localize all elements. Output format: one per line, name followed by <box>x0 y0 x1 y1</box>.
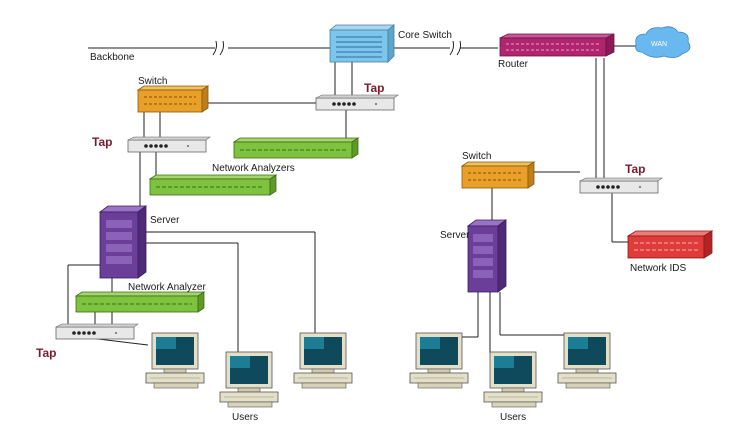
server-left-label: Server <box>150 215 180 226</box>
user-computer-6 <box>557 332 617 389</box>
user-computer-5 <box>483 351 543 408</box>
server-left <box>98 205 148 279</box>
user-computer-2 <box>219 351 279 408</box>
tap-bottom-label: Tap <box>36 346 56 360</box>
core-switch <box>328 24 396 63</box>
server-right-label: Server <box>440 230 470 241</box>
switch-right-label: Switch <box>462 151 491 162</box>
server-right <box>466 219 508 293</box>
switch-left <box>136 85 210 113</box>
tap-right-label: Tap <box>625 162 645 176</box>
switch-right <box>460 161 536 189</box>
network-analyzer-2 <box>148 174 278 196</box>
network-analyzers-label: Network Analyzers <box>212 163 295 174</box>
user-computer-4 <box>409 332 469 389</box>
network-analyzer-label: Network Analyzer <box>128 282 206 293</box>
user-computer-3 <box>293 332 353 389</box>
router-label: Router <box>498 59 529 70</box>
network-ids-label: Network IDS <box>630 263 686 274</box>
tap-device-top <box>315 94 399 111</box>
network-analyzer-3 <box>74 291 206 313</box>
network-ids <box>626 230 714 259</box>
core-switch-label: Core Switch <box>398 30 452 41</box>
tap-top-label: Tap <box>364 81 384 95</box>
tap-left-label: Tap <box>92 135 112 149</box>
network-analyzer-1 <box>232 137 360 159</box>
backbone-label: Backbone <box>90 52 135 63</box>
switch-left-label: Switch <box>138 76 167 87</box>
tap-device-bottom <box>55 323 139 340</box>
users-left-label: Users <box>232 412 258 423</box>
backbone-break-marks <box>212 40 462 56</box>
router <box>499 33 615 57</box>
wan-cloud-icon <box>635 26 691 58</box>
user-computer-1 <box>145 332 205 389</box>
wan-label: WAN <box>651 41 667 48</box>
tap-device-left <box>127 136 211 153</box>
tap-device-right <box>579 177 663 194</box>
users-right-label: Users <box>500 412 526 423</box>
